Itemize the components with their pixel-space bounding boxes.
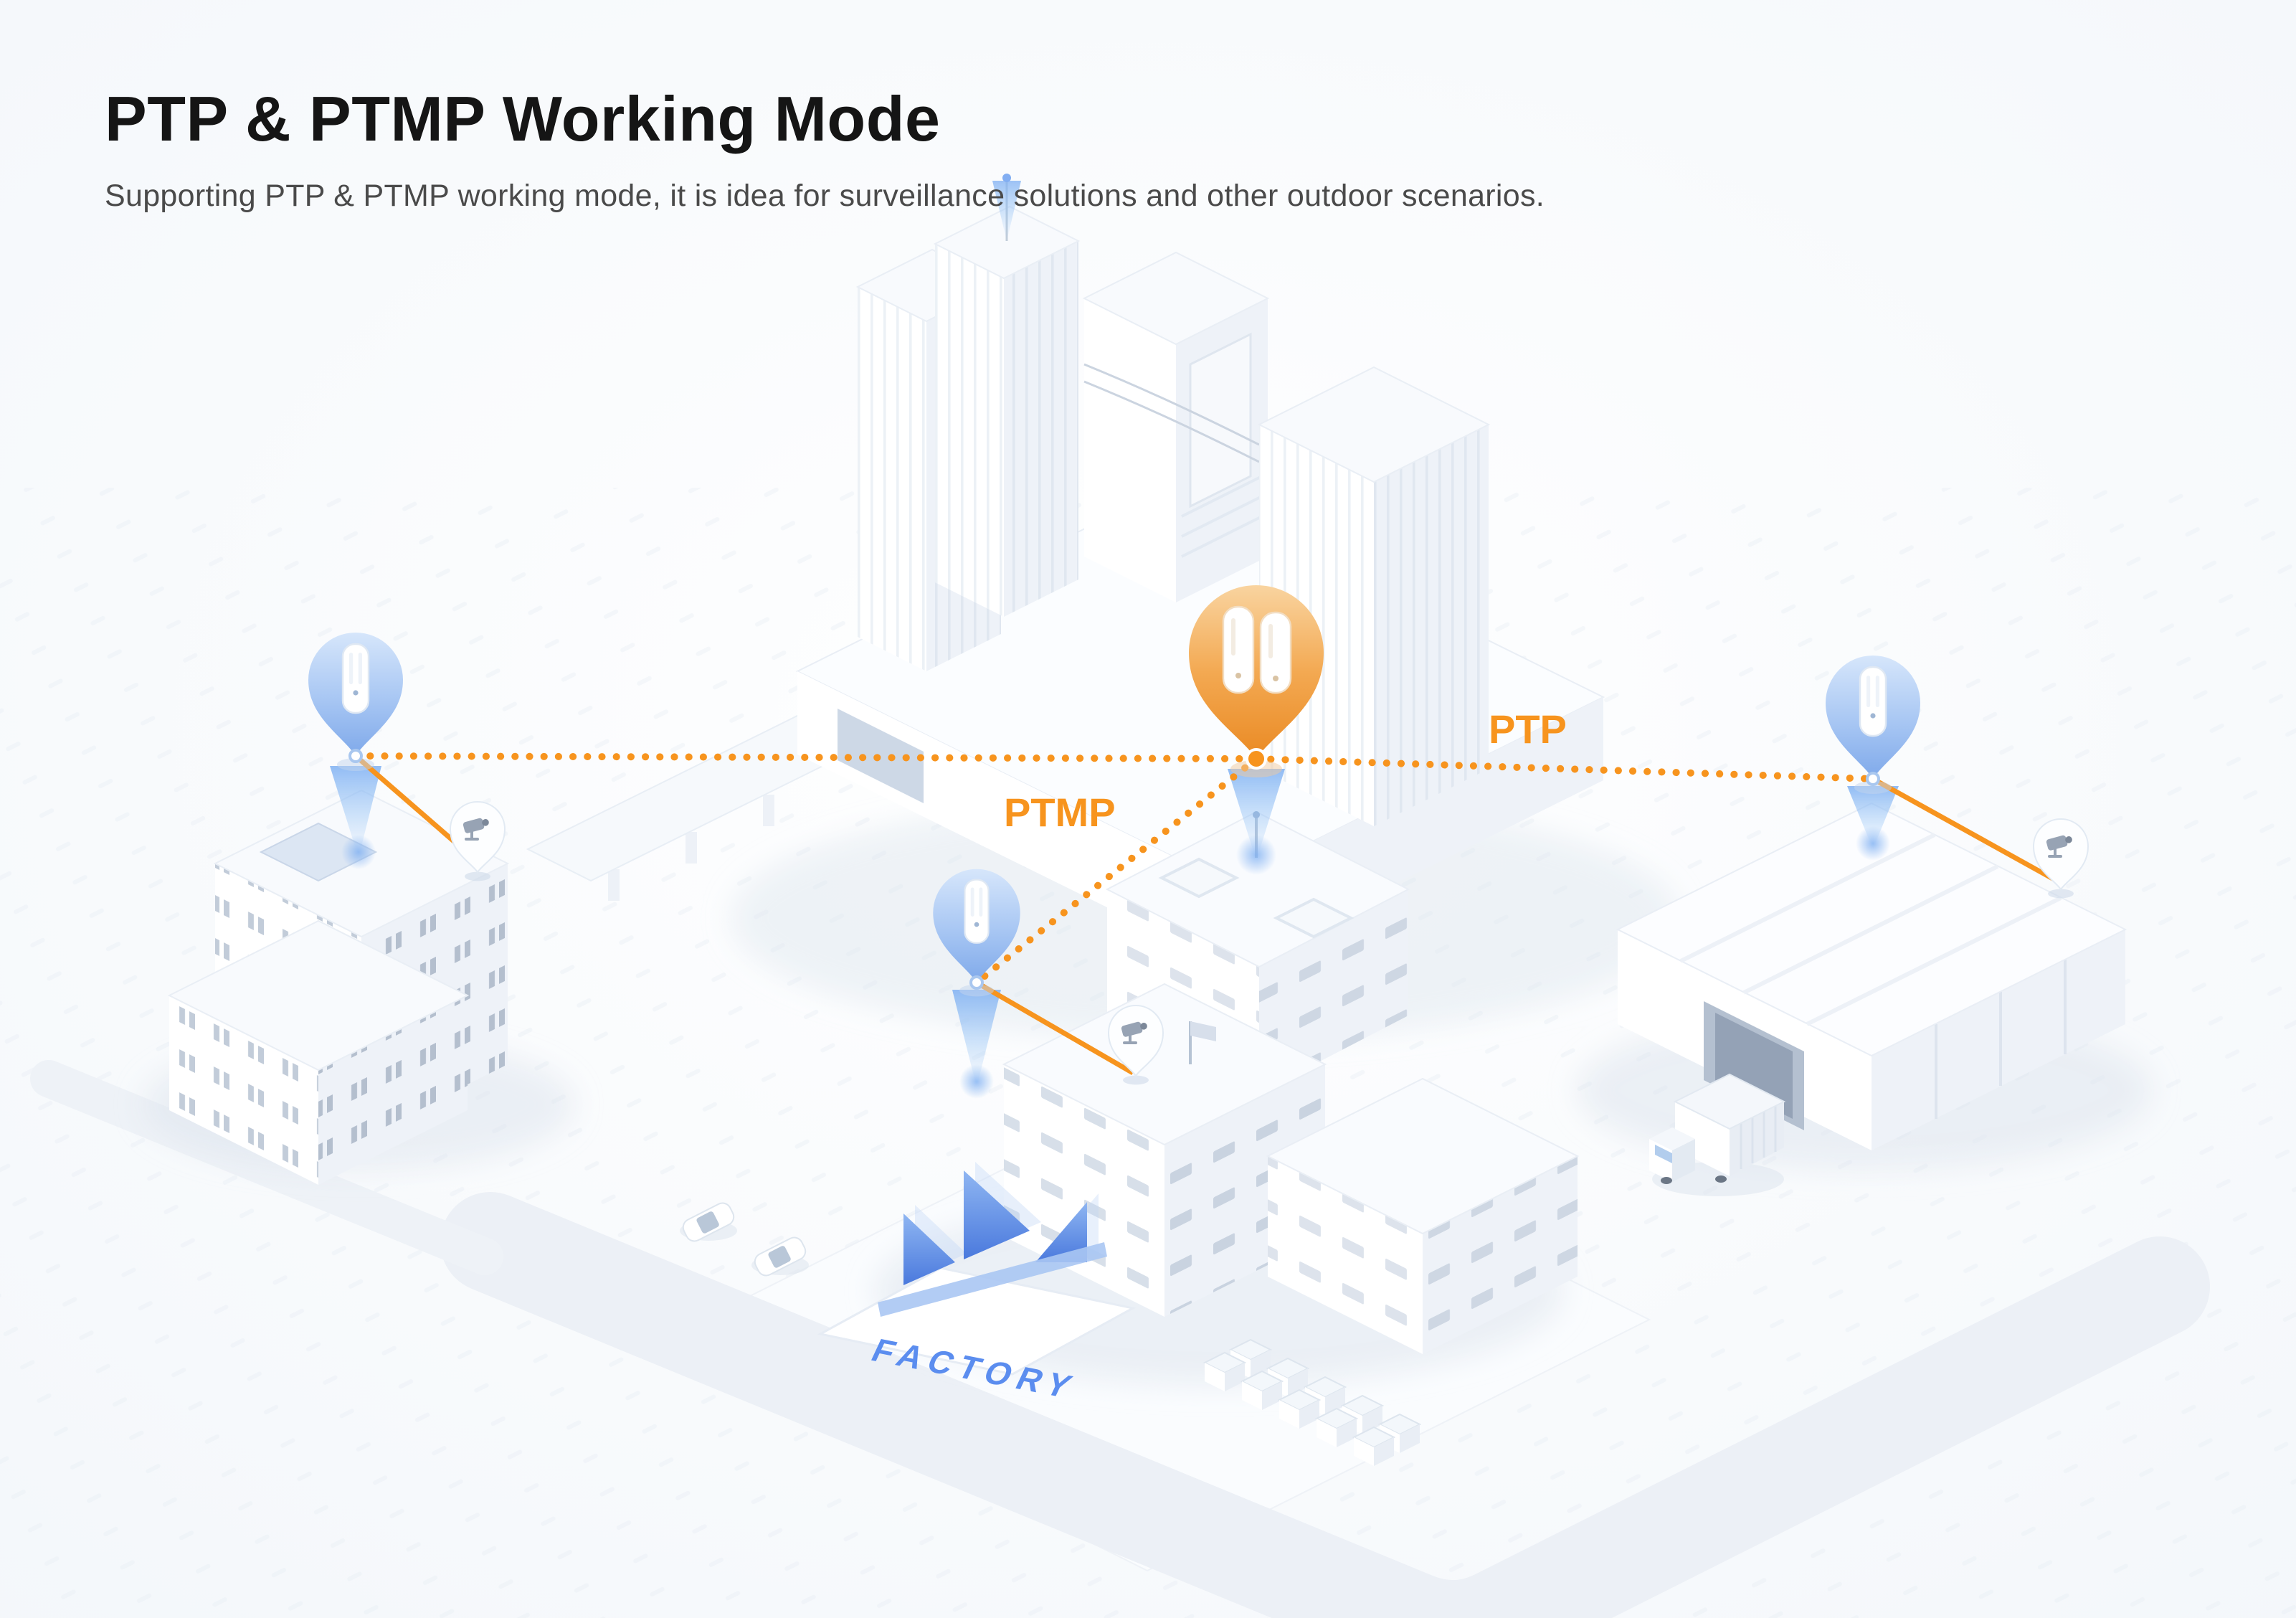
rooftop-beacon	[992, 174, 1021, 241]
office-slab-wide	[1082, 251, 1270, 602]
cpe-pin-blue-right	[1824, 654, 1922, 794]
antenna-beam-icon	[330, 766, 381, 858]
antenna-beam-icon	[1847, 786, 1899, 849]
power-lines	[1083, 363, 1260, 463]
ptp-link	[1253, 755, 1877, 782]
cpe-pin-blue-left	[307, 631, 404, 771]
ptmp-link-bottom	[973, 755, 1260, 986]
factory-wing	[1266, 1077, 1580, 1354]
factory-sign: FACTORY	[817, 1162, 1137, 1406]
flag	[1190, 1021, 1216, 1041]
apartment-buildings	[167, 789, 510, 1185]
base-station-dot	[1246, 748, 1267, 770]
elevated-road	[526, 713, 865, 901]
antenna-beams	[330, 766, 1899, 1099]
side-road	[30, 1060, 503, 1275]
ptmp-label: PTMP	[1004, 790, 1116, 835]
rooftop-unit	[1158, 857, 1240, 899]
truck	[1649, 1073, 1786, 1196]
cpe-pin-blue-bottom	[932, 868, 1021, 997]
antenna-beam-icon	[952, 990, 1001, 1087]
factory-complex: FACTORY	[817, 983, 1580, 1467]
ptmp-link-left	[352, 752, 1260, 762]
link-node-dot	[348, 749, 363, 763]
factory-logo	[903, 1170, 1087, 1285]
header: PTP & PTMP Working Mode Supporting PTP &…	[105, 83, 1545, 214]
page-title: PTP & PTMP Working Mode	[105, 83, 941, 154]
link-node-dot	[969, 975, 984, 990]
office-slab-b	[933, 205, 1081, 617]
page-subtitle: Supporting PTP & PTMP working mode, it i…	[105, 178, 1545, 213]
camera-link-factory	[975, 980, 1134, 1076]
rooftop-unit	[1273, 897, 1355, 939]
vehicles	[679, 1073, 1786, 1279]
apartment-front-block	[167, 919, 470, 1185]
camera-link-right	[1872, 776, 2058, 884]
antenna-beam-icon	[1228, 769, 1285, 861]
link-node-dot	[1866, 772, 1880, 786]
ptp-label: PTP	[1489, 706, 1567, 752]
warehouse	[1616, 802, 2127, 1150]
